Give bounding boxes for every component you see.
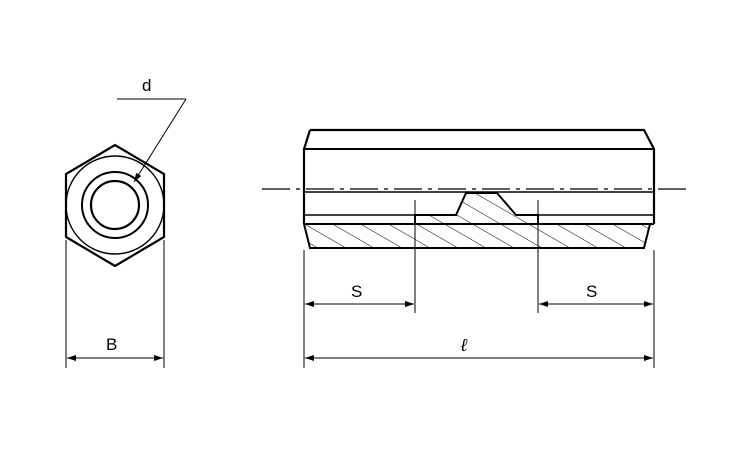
s-left-label: S: [351, 282, 362, 301]
extension-lines: [303, 200, 655, 368]
side-view: [262, 128, 686, 249]
hex-chamfer-circle: [65, 155, 165, 255]
bore-inner-circle: [89, 179, 141, 231]
section-hatch-area: [304, 193, 650, 248]
d-label: d: [142, 76, 151, 95]
s-right-label: S: [586, 282, 597, 301]
bore-outer-circle: [81, 171, 149, 239]
d-leader: [117, 98, 187, 183]
b-label: B: [106, 335, 117, 354]
hex-outline: [64, 143, 166, 268]
b-dimension: [65, 240, 165, 368]
end-view: [64, 143, 166, 268]
length-label: ℓ: [460, 335, 468, 355]
